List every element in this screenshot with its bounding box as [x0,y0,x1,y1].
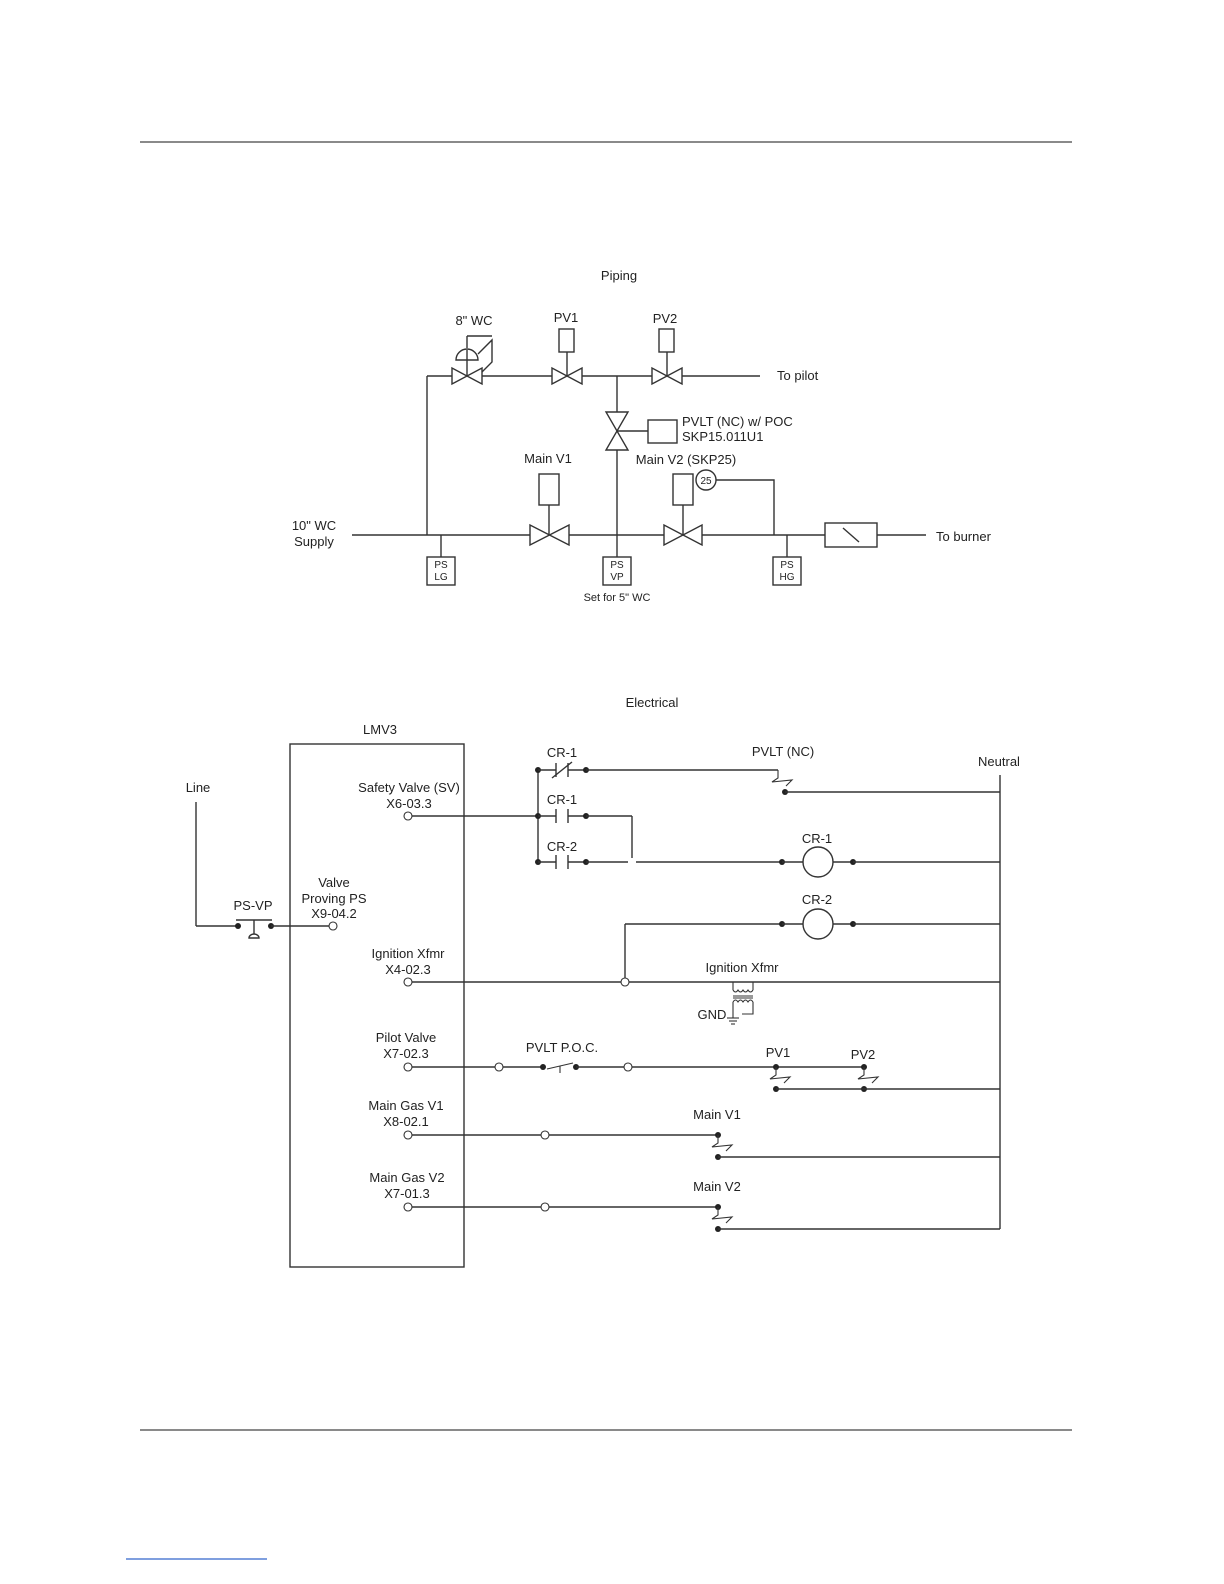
terminal-sv-line2: X6-03.3 [386,796,432,811]
pvlt-label-line1: PVLT (NC) w/ POC [682,414,793,429]
supply-label-line2: Supply [294,534,334,549]
cr-2-no-label: CR-2 [547,839,577,854]
lmv3-label: LMV3 [363,722,397,737]
piping-title: Piping [601,268,637,283]
ps-vp-line1: PS [610,560,624,571]
pv2-electrical-label: PV2 [851,1047,876,1062]
main-v2-electrical-label: Main V2 [693,1179,741,1194]
terminal-mv2-line1: Main Gas V2 [369,1170,444,1185]
main-v2-circuit [403,1202,1000,1232]
ps-lg-line1: PS [434,560,448,571]
regulator-label: 8" WC [455,313,492,328]
cr-2-coil-label: CR-2 [802,892,832,907]
line-label: Line [186,780,211,795]
actuator-tag: 25 [700,476,712,487]
pv1-electrical-label: PV1 [766,1045,791,1060]
ps-hg-line1: PS [780,560,794,571]
terminal-mv1-line1: Main Gas V1 [368,1098,443,1113]
ps-vp-electrical-label: PS-VP [233,898,272,913]
ignition-circuit [403,908,1000,1025]
terminal-sv-line1: Safety Valve (SV) [358,780,460,795]
ps-lg-line2: LG [434,572,448,583]
electrical-diagram: Electrical LMV3 Line Neutral PS-VP Safet… [186,695,1020,1268]
cr-1-coil-label: CR-1 [802,831,832,846]
terminal-ign-line1: Ignition Xfmr [372,946,446,961]
main-v2-valve [663,469,775,547]
electrical-title: Electrical [626,695,679,710]
pilot-valve-circuit [403,1062,1000,1092]
gnd-label: GND [698,1007,727,1022]
cr-2-coil [802,908,834,940]
ps-vp-note: Set for 5" WC [584,592,651,604]
ignition-transformer [727,982,754,1025]
ps-vp-switch [602,556,632,586]
terminal-pilot-line1: Pilot Valve [376,1030,436,1045]
cr-1-coil [802,846,834,878]
ps-lg-switch [426,535,456,586]
cr-1-no-label: CR-1 [547,792,577,807]
pv2-label: PV2 [653,311,678,326]
ps-vp-line2: VP [610,572,624,583]
ps-hg-line2: HG [780,572,795,583]
pvlt-poc-label: PVLT P.O.C. [526,1040,598,1055]
pvlt-label-line2: SKP15.011U1 [682,429,763,444]
pvlt-nc-label: PVLT (NC) [752,744,814,759]
supply-label-line1: 10" WC [292,518,336,533]
terminal-ign-line2: X4-02.3 [385,962,431,977]
main-v1-electrical-label: Main V1 [693,1107,741,1122]
terminal-pilot-line2: X7-02.3 [383,1046,429,1061]
pv1-valve [551,328,583,386]
piping-diagram: Piping 8" WC PV1 [292,268,992,604]
terminal-mv1-line2: X8-02.1 [383,1114,429,1129]
main-v2-label: Main V2 (SKP25) [636,452,736,467]
main-v1-valve [529,473,570,547]
pv2-valve [651,328,683,386]
terminal-vp-line1: Valve [318,875,350,890]
ps-hg-switch [772,535,802,586]
to-pilot-label: To pilot [777,368,819,383]
neutral-label: Neutral [978,754,1020,769]
main-v1-label: Main V1 [524,451,572,466]
safety-valve-circuit [403,761,1000,878]
main-v1-circuit [403,1130,1000,1160]
pv1-label: PV1 [554,310,579,325]
ps-vp-electrical-switch [196,919,338,939]
terminal-vp-line2: Proving PS [301,891,366,906]
pvlt-valve [604,411,678,451]
cr-1-nc-label: CR-1 [547,745,577,760]
lmv3-controller-box [289,743,465,1268]
ignition-xfmr-label: Ignition Xfmr [706,960,780,975]
burner-filter [824,522,878,548]
pilot-regulator-valve [451,335,493,386]
terminal-vp-line3: X9-04.2 [311,906,357,921]
to-burner-label: To burner [936,529,992,544]
terminal-mv2-line2: X7-01.3 [384,1186,430,1201]
